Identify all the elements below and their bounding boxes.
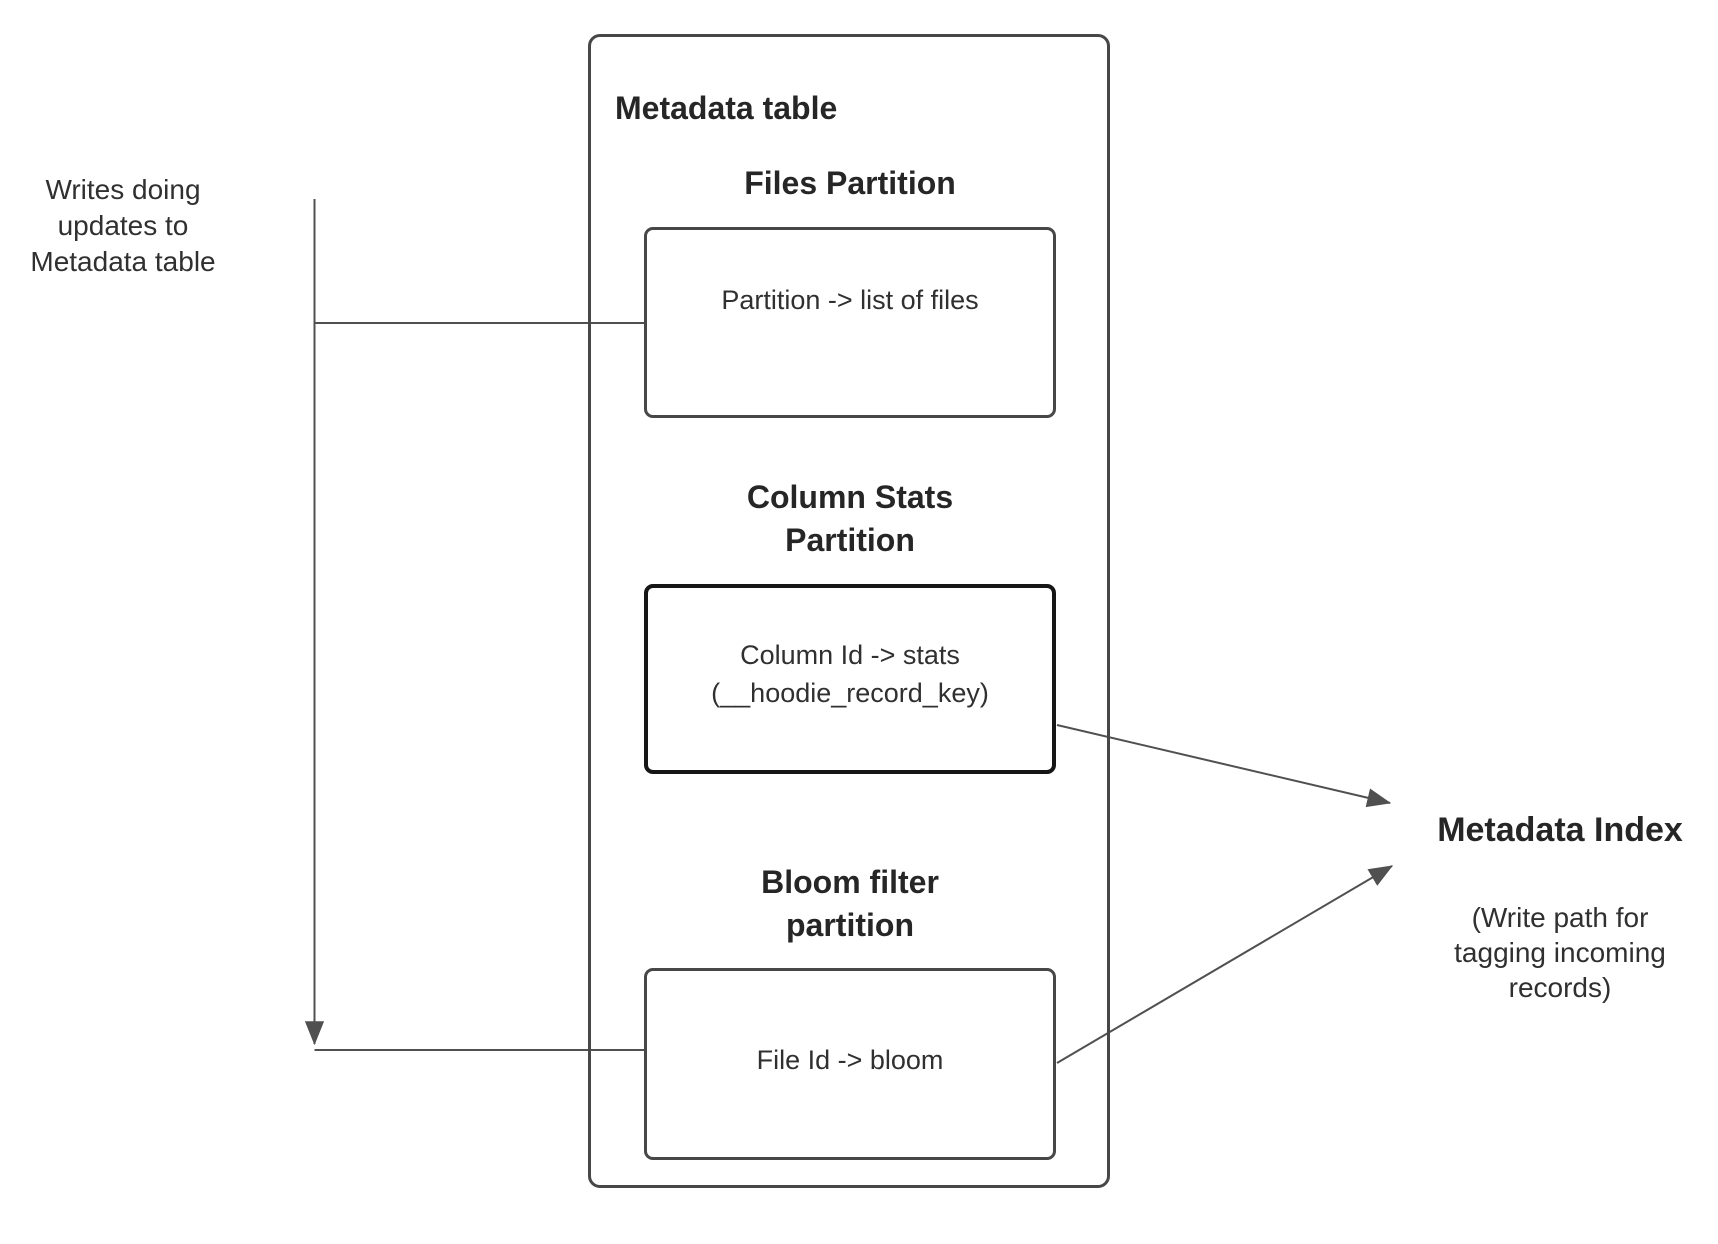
column-stats-box-line: (__hoodie_record_key) [711, 678, 989, 708]
writes-note-line: Writes doing [45, 174, 201, 205]
metadata-index-subtitle-line: (Write path for [1471, 902, 1649, 933]
column-stats-box-line: Column Id -> stats [740, 640, 960, 670]
writes-note: Writes doing updates to Metadata table [13, 172, 233, 280]
column-stats-box: Column Id -> stats (__hoodie_record_key) [644, 584, 1056, 774]
column-stats-heading-line: Column Stats [746, 479, 954, 515]
writes-note-line: Metadata table [30, 246, 216, 277]
metadata-index-label: Metadata Index (Write path for tagging i… [1395, 808, 1718, 1005]
column-stats-heading: Column Stats Partition [644, 476, 1056, 562]
metadata-table-container [588, 34, 1110, 1188]
metadata-index-title: Metadata Index [1437, 811, 1683, 849]
metadata-index-subtitle: (Write path for tagging incoming records… [1395, 900, 1718, 1005]
files-partition-heading-text: Files Partition [744, 165, 956, 201]
bloom-filter-box-text: File Id -> bloom [756, 1045, 944, 1075]
files-partition-box: Partition -> list of files [644, 227, 1056, 418]
metadata-table-title: Metadata table [615, 90, 838, 126]
writes-note-line: updates to [57, 210, 189, 241]
bloom-filter-heading-line: partition [786, 907, 914, 943]
column-stats-heading-line: Partition [785, 522, 915, 558]
bloom-filter-heading-line: Bloom filter [761, 864, 939, 900]
bloom-filter-box: File Id -> bloom [644, 968, 1056, 1160]
files-partition-heading: Files Partition [644, 162, 1056, 205]
metadata-index-subtitle-line: tagging incoming [1454, 937, 1666, 968]
metadata-index-subtitle-line: records) [1508, 972, 1612, 1003]
bloom-filter-heading: Bloom filter partition [644, 861, 1056, 947]
files-partition-box-text: Partition -> list of files [721, 284, 979, 315]
